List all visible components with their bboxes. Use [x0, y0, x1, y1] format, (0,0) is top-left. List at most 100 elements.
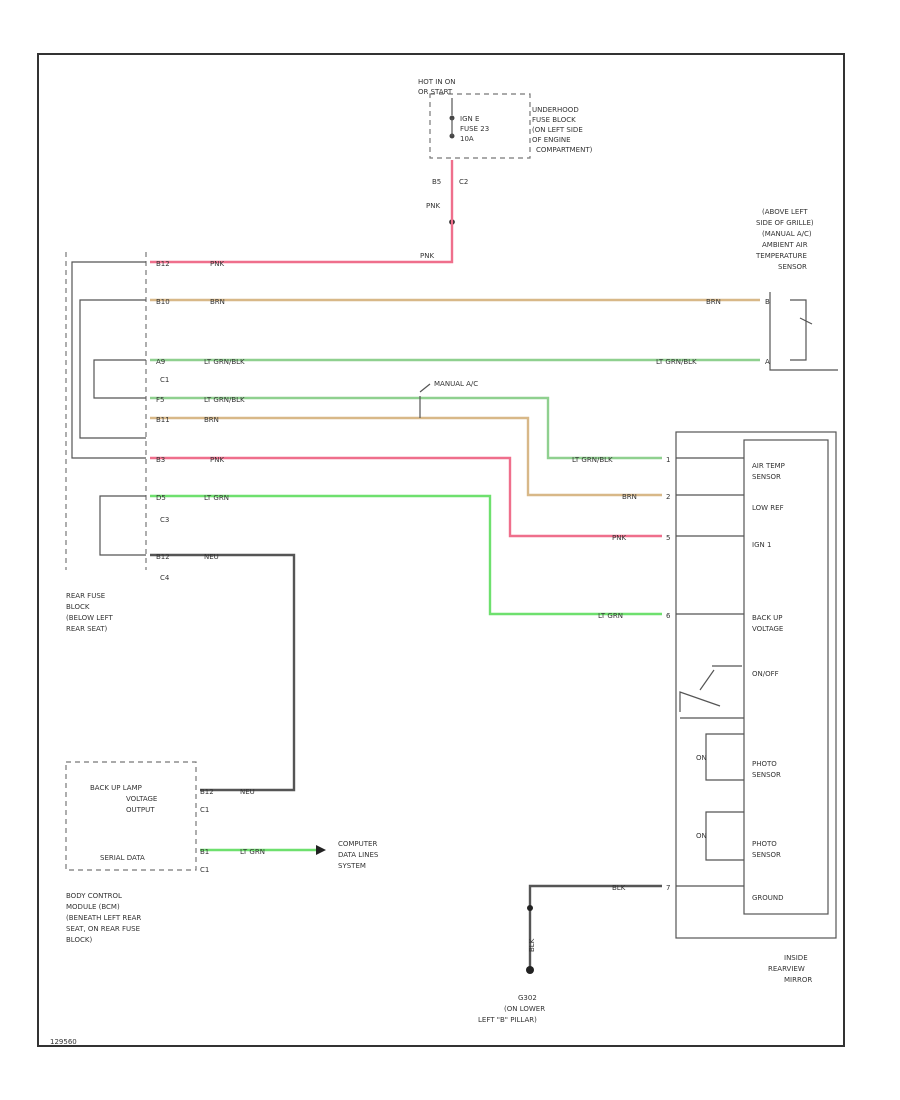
- wire-brn-mirror: [150, 416, 662, 497]
- mirror-location-2: REARVIEW: [768, 965, 805, 973]
- rfb-conn-c1: C1: [160, 376, 169, 384]
- bcm-backup-2: VOLTAGE: [126, 795, 157, 803]
- ambient-pin-a: A: [765, 358, 770, 366]
- rfb-location-3: (BELOW LEFT: [66, 614, 113, 622]
- label-brn-top: BRN: [210, 298, 225, 306]
- mirror-photo1-1: PHOTO: [752, 760, 777, 768]
- underhood-fuse: HOT IN ON OR START IGN E FUSE 23 10A UND…: [418, 78, 593, 260]
- bcm-serial: SERIAL DATA: [100, 854, 145, 862]
- body-control-module: BACK UP LAMP VOLTAGE OUTPUT SERIAL DATA …: [65, 761, 214, 944]
- computer-data-2: DATA LINES: [338, 851, 379, 859]
- photo-sensor-1-box: [705, 733, 744, 781]
- ground-splice-dot: [527, 905, 533, 911]
- ambient-location-4: AMBIENT AIR: [762, 241, 808, 249]
- label-ltgrnblk-top: LT GRN/BLK: [204, 358, 245, 366]
- ambient-pin-b: B: [765, 298, 770, 306]
- label-ground-blk: BLK: [612, 884, 626, 892]
- manual-ac-arrow: [419, 383, 431, 393]
- mirror-air-temp-2: SENSOR: [752, 473, 781, 481]
- wire-blk-ground: [528, 884, 662, 968]
- rear-fuse-bus-3: [93, 359, 146, 399]
- bcm-conn-serial: C1: [200, 866, 209, 874]
- mirror-location-1: INSIDE: [784, 954, 808, 962]
- rfb-location-4: REAR SEAT): [66, 625, 108, 633]
- bcm-pin-backup: B12: [200, 788, 214, 796]
- wire-ltgrn-mirror: [150, 494, 662, 616]
- label-pnk-2: PNK: [210, 456, 224, 464]
- rear-fuse-block: B12 B10 A9 F5 B11 B3 D5 B12 C1 C3 C4 REA…: [65, 252, 170, 633]
- rfb-pin-6: B3: [156, 456, 165, 464]
- mirror-pin-1: 1: [666, 456, 670, 464]
- label-ambient-brn: BRN: [706, 298, 721, 306]
- fuse-amperage: 10A: [460, 135, 474, 143]
- mirror-low-ref: LOW REF: [752, 504, 784, 512]
- bcm-conn-backup: C1: [200, 806, 209, 814]
- wire-neu: [150, 553, 296, 792]
- bcm-pin-serial: B1: [200, 848, 209, 856]
- ground-symbol: [526, 966, 534, 974]
- ambient-air-sensor: (ABOVE LEFT SIDE OF GRILLE) (MANUAL A/C)…: [755, 208, 838, 371]
- fuse-wire-label-1: PNK: [426, 202, 440, 210]
- bcm-location-5: BLOCK): [66, 936, 92, 944]
- mirror-photo1-2: SENSOR: [752, 771, 781, 779]
- rfb-location-1: REAR FUSE: [66, 592, 105, 600]
- label-mirror-brn: BRN: [622, 493, 637, 501]
- computer-data-arrow: [316, 845, 326, 855]
- mirror-pin-7: 7: [666, 884, 670, 892]
- computer-data-1: COMPUTER: [338, 840, 377, 848]
- fuse-hot-label-2: OR START: [418, 88, 453, 96]
- mirror-photo2-1: PHOTO: [752, 840, 777, 848]
- ground-name: G302: [518, 994, 537, 1002]
- ground-location-1: (ON LOWER: [504, 1005, 545, 1013]
- label-ambient-ltgrnblk: LT GRN/BLK: [656, 358, 697, 366]
- rfb-pin-2: B10: [156, 298, 170, 306]
- mirror-backup-2: VOLTAGE: [752, 625, 783, 633]
- inside-rearview-mirror: 1 2 5 6 7 AIR TEMP SENSOR LOW REF IGN 1 …: [666, 431, 837, 984]
- fuse-location-4: OF ENGINE: [532, 136, 571, 144]
- fuse-hot-label: HOT IN ON: [418, 78, 456, 86]
- fuse-location-1: UNDERHOOD: [532, 106, 579, 114]
- rear-fuse-bus-1: [71, 261, 146, 459]
- rfb-pin-8: B12: [156, 553, 170, 561]
- diagram-frame: [37, 53, 845, 1047]
- fuse-location-2: FUSE BLOCK: [532, 116, 576, 124]
- rfb-pin-1: B12: [156, 260, 170, 268]
- rfb-pin-3: A9: [156, 358, 165, 366]
- ambient-location-6: SENSOR: [778, 263, 807, 271]
- photo-sensor-2-mark: ON: [696, 832, 707, 840]
- mirror-ground: GROUND: [752, 894, 784, 902]
- mirror-air-temp-1: AIR TEMP: [752, 462, 785, 470]
- ambient-sensor-body: [769, 292, 838, 371]
- onoff-switch: [679, 665, 742, 712]
- fuse-name: IGN E: [460, 115, 479, 123]
- bcm-location-1: BODY CONTROL: [66, 892, 122, 900]
- ambient-location-1: (ABOVE LEFT: [762, 208, 808, 216]
- rfb-location-2: BLOCK: [66, 603, 90, 611]
- fuse-wire-label-2: PNK: [420, 252, 434, 260]
- photo-sensor-2-box: [705, 811, 744, 861]
- diagram-id: 129560: [50, 1038, 77, 1046]
- ground-g302: G302 (ON LOWER LEFT "B" PILLAR): [478, 905, 545, 1024]
- fuse-block-outline: [429, 93, 531, 159]
- rfb-conn-c3: C3: [160, 516, 169, 524]
- mirror-backup-1: BACK UP: [752, 614, 783, 622]
- bcm-outline: [65, 761, 197, 871]
- label-mirror-pnk: PNK: [612, 534, 626, 542]
- mirror-pin-5: 5: [666, 534, 670, 542]
- mirror-ign1: IGN 1: [752, 541, 771, 549]
- mirror-pin-6: 6: [666, 612, 671, 620]
- label-ltgrnblk-2: LT GRN/BLK: [204, 396, 245, 404]
- rear-fuse-bus-4: [99, 495, 146, 556]
- rfb-pin-7: D5: [156, 494, 166, 502]
- mirror-pin-2: 2: [666, 493, 670, 501]
- mirror-outer-box: [675, 431, 837, 939]
- fuse-number: FUSE 23: [460, 125, 489, 133]
- bcm-location-2: MODULE (BCM): [66, 903, 120, 911]
- ambient-location-5: TEMPERATURE: [755, 252, 807, 260]
- label-brn-2: BRN: [204, 416, 219, 424]
- ground-location-2: LEFT "B" PILLAR): [478, 1016, 537, 1024]
- label-mirror-ltgrn: LT GRN: [598, 612, 623, 620]
- mirror-location-3: MIRROR: [784, 976, 812, 984]
- label-bcm-neu: NEU: [240, 788, 255, 796]
